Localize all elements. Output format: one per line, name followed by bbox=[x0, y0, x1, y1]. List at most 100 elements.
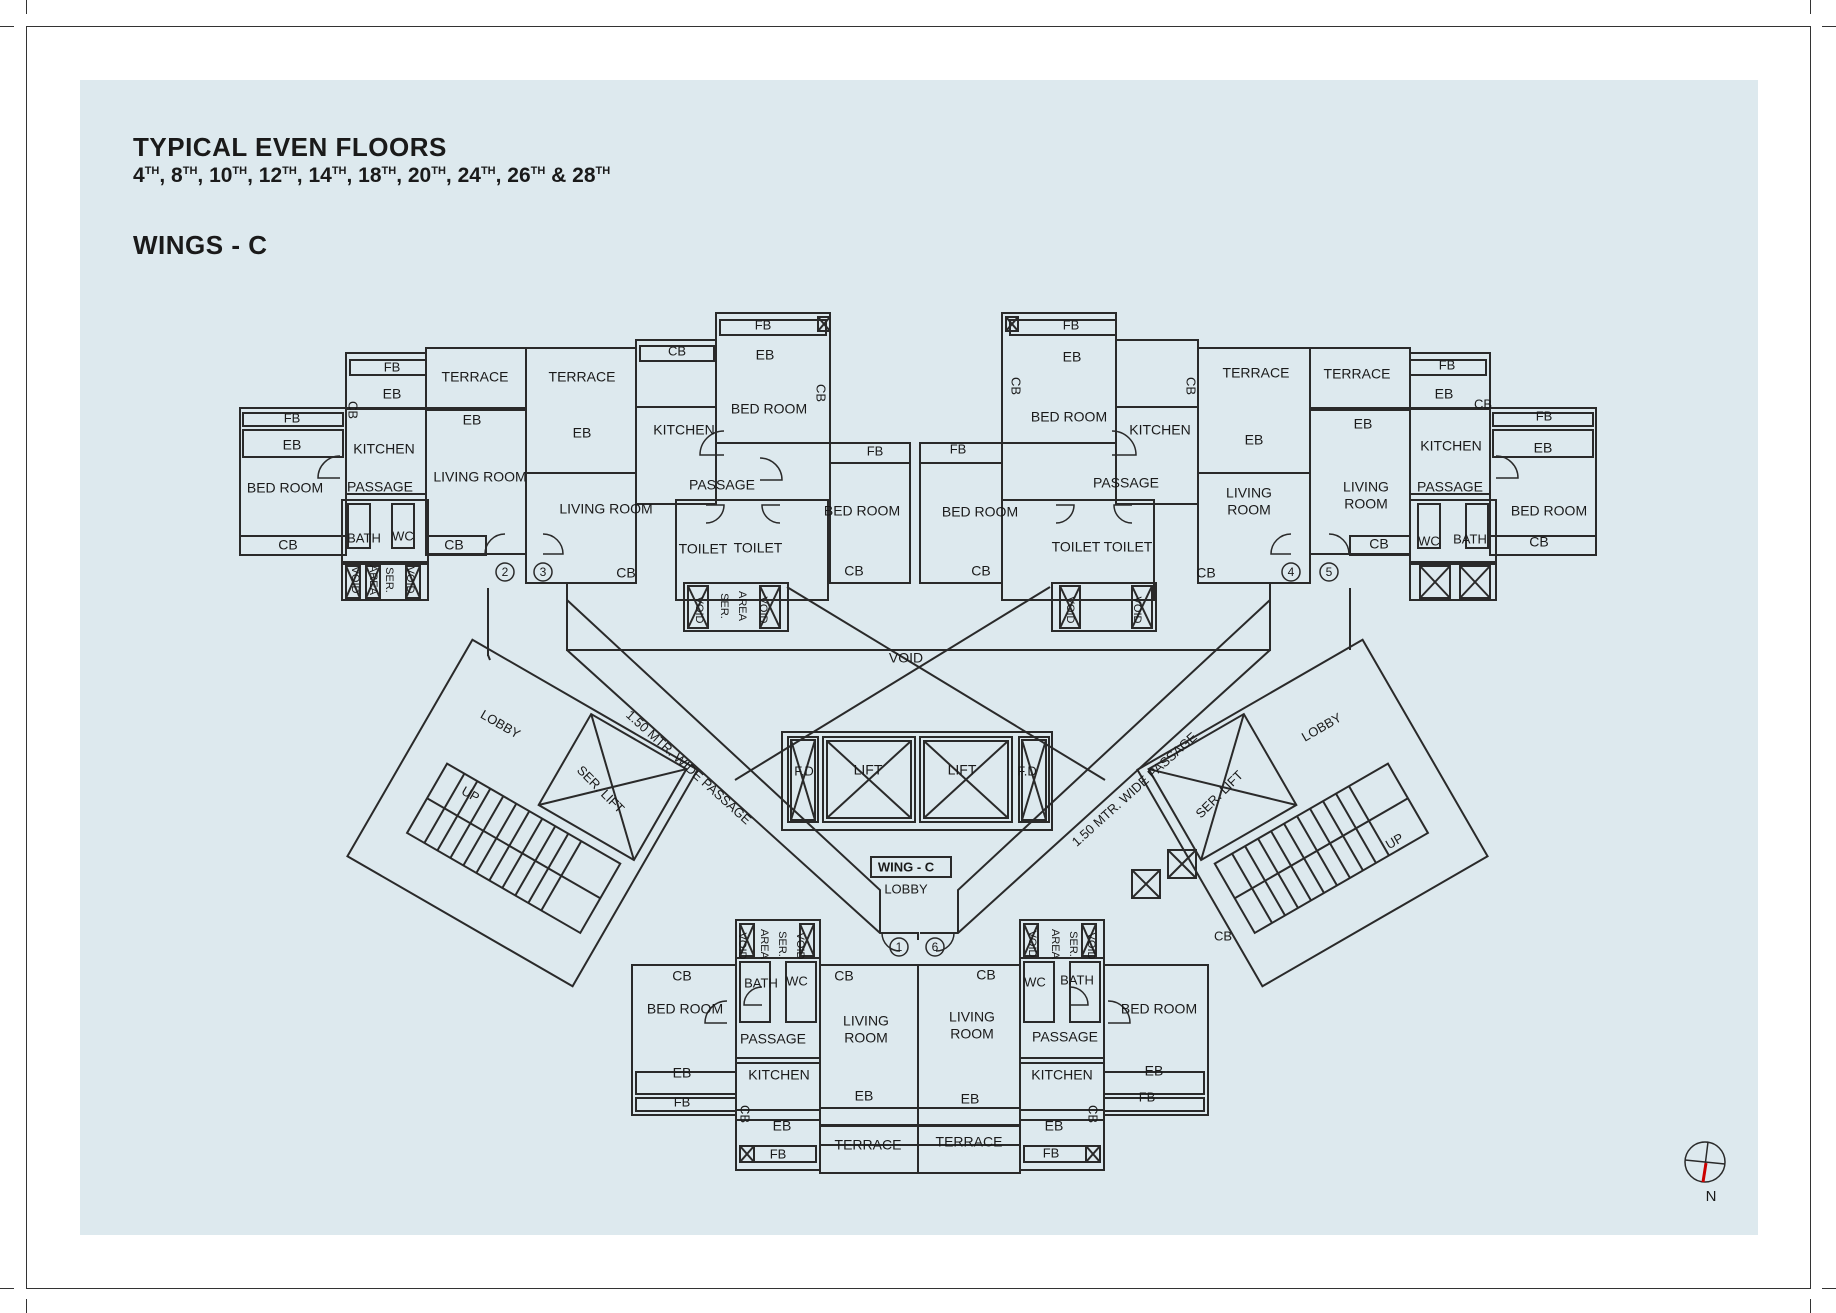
wall-rect bbox=[1001, 499, 1155, 601]
wall-rect bbox=[799, 923, 815, 957]
living-label: LIVING bbox=[1226, 485, 1272, 501]
fb-label: FB bbox=[284, 410, 301, 425]
wall-rect bbox=[826, 740, 912, 819]
wall-line bbox=[790, 739, 816, 821]
wall-rect bbox=[1018, 736, 1050, 823]
cb-label: CB bbox=[444, 537, 463, 553]
flat-number: 2 bbox=[502, 565, 509, 579]
door-swing bbox=[317, 455, 341, 479]
wall-rect bbox=[242, 412, 344, 427]
passage-label: PASSAGE bbox=[1417, 479, 1483, 495]
cb-label: CB bbox=[738, 1105, 753, 1123]
bedroom-label: BED ROOM bbox=[731, 401, 807, 417]
wall-line bbox=[799, 923, 815, 957]
sheet-border bbox=[26, 26, 1811, 1289]
wall-line bbox=[1085, 1145, 1101, 1163]
wall-line bbox=[1059, 585, 1081, 629]
fb-label: FB bbox=[1043, 1145, 1060, 1160]
cb-label: CB bbox=[971, 563, 990, 579]
wall-line bbox=[923, 740, 1009, 819]
wall-rect bbox=[1167, 849, 1197, 879]
crop-mark bbox=[1810, 1299, 1811, 1313]
eb-label: EB bbox=[573, 425, 592, 441]
service-lift-cross bbox=[1200, 713, 1245, 861]
flat-number-circle bbox=[533, 562, 553, 582]
wall-rect bbox=[365, 565, 381, 599]
flat-number: 1 bbox=[896, 940, 903, 954]
service-lift bbox=[537, 712, 688, 862]
wall-rect bbox=[1417, 503, 1441, 549]
flat-number-circle bbox=[889, 937, 909, 957]
wall-line bbox=[1081, 923, 1097, 957]
wall-line bbox=[1459, 565, 1491, 599]
floor-ordinal: TH bbox=[431, 165, 446, 177]
eb-label: EB bbox=[961, 1091, 980, 1107]
cb-label: CB bbox=[1196, 565, 1215, 581]
living-label: ROOM bbox=[1344, 496, 1388, 512]
wall-rect bbox=[341, 499, 429, 563]
toilet-label: TOILET bbox=[1104, 539, 1153, 555]
living-label: LIVING bbox=[949, 1009, 995, 1025]
ser-label: SER. bbox=[383, 567, 395, 593]
door-swing bbox=[704, 1000, 728, 1024]
void-label: VOID bbox=[736, 933, 748, 960]
cb-label: CB bbox=[616, 565, 635, 581]
wall-rect bbox=[1103, 1071, 1205, 1095]
north-label: N bbox=[1706, 1188, 1717, 1205]
compass: N bbox=[1684, 1141, 1726, 1205]
wall-rect bbox=[1085, 1145, 1101, 1163]
bedroom-label: BED ROOM bbox=[1031, 409, 1107, 425]
door-swing bbox=[699, 430, 725, 456]
floor-number: 4TH bbox=[133, 164, 160, 187]
cb-label: CB bbox=[976, 967, 995, 983]
wall-rect bbox=[341, 563, 429, 601]
door-swing bbox=[743, 986, 763, 1006]
eb-label: EB bbox=[773, 1118, 792, 1134]
door-swing bbox=[705, 504, 725, 524]
crop-mark bbox=[1822, 1288, 1836, 1289]
wall-rect bbox=[1349, 535, 1411, 556]
floor-ordinal: TH bbox=[530, 165, 546, 177]
door-swing bbox=[761, 504, 781, 524]
floor-ordinal: TH bbox=[595, 165, 611, 177]
floor-ordinal: TH bbox=[331, 165, 347, 177]
wall-rect bbox=[781, 731, 1053, 831]
cb-label: CB bbox=[278, 537, 297, 553]
stair-landing bbox=[1234, 797, 1409, 900]
fb-label: FB bbox=[1439, 357, 1456, 372]
bedroom-label: BED ROOM bbox=[247, 480, 323, 496]
void-label: VOID bbox=[404, 567, 416, 594]
wall-rect bbox=[683, 582, 789, 632]
wall-rect bbox=[819, 964, 919, 1146]
wall-rect bbox=[1409, 359, 1487, 376]
area-label: AREA bbox=[367, 565, 379, 596]
floor-ordinal: TH bbox=[232, 165, 248, 177]
eb-label: EB bbox=[756, 347, 775, 363]
door-swing bbox=[881, 932, 901, 952]
cb-label: CB bbox=[1086, 1105, 1101, 1123]
wall-rect bbox=[759, 585, 781, 629]
wall-rect bbox=[715, 312, 831, 444]
floor-number: 26TH bbox=[507, 164, 546, 187]
service-lift bbox=[1147, 712, 1298, 862]
floor-list: 4TH, 8TH, 10TH, 12TH, 14TH, 18TH, 20TH, … bbox=[133, 164, 611, 187]
door-swing bbox=[1495, 455, 1519, 479]
wc-label: WC bbox=[786, 973, 808, 988]
wall-rect bbox=[345, 565, 361, 599]
eb-label: EB bbox=[1354, 416, 1373, 432]
wall-line bbox=[1023, 923, 1039, 957]
wall-line bbox=[365, 565, 381, 599]
living-label: LIVING bbox=[1343, 479, 1389, 495]
flat-number-circle bbox=[925, 937, 945, 957]
wall-rect bbox=[1051, 582, 1157, 632]
kitchen-label: KITCHEN bbox=[748, 1067, 809, 1083]
wall-rect bbox=[525, 347, 637, 474]
door-swing bbox=[1113, 504, 1133, 524]
area-label: AREA bbox=[736, 591, 748, 622]
wall-rect bbox=[829, 462, 911, 584]
north-marker bbox=[1701, 1162, 1708, 1183]
eb-label: EB bbox=[383, 386, 402, 402]
wall-line bbox=[826, 740, 912, 819]
floor-ordinal: TH bbox=[381, 165, 397, 177]
bedroom-label: BED ROOM bbox=[647, 1001, 723, 1017]
